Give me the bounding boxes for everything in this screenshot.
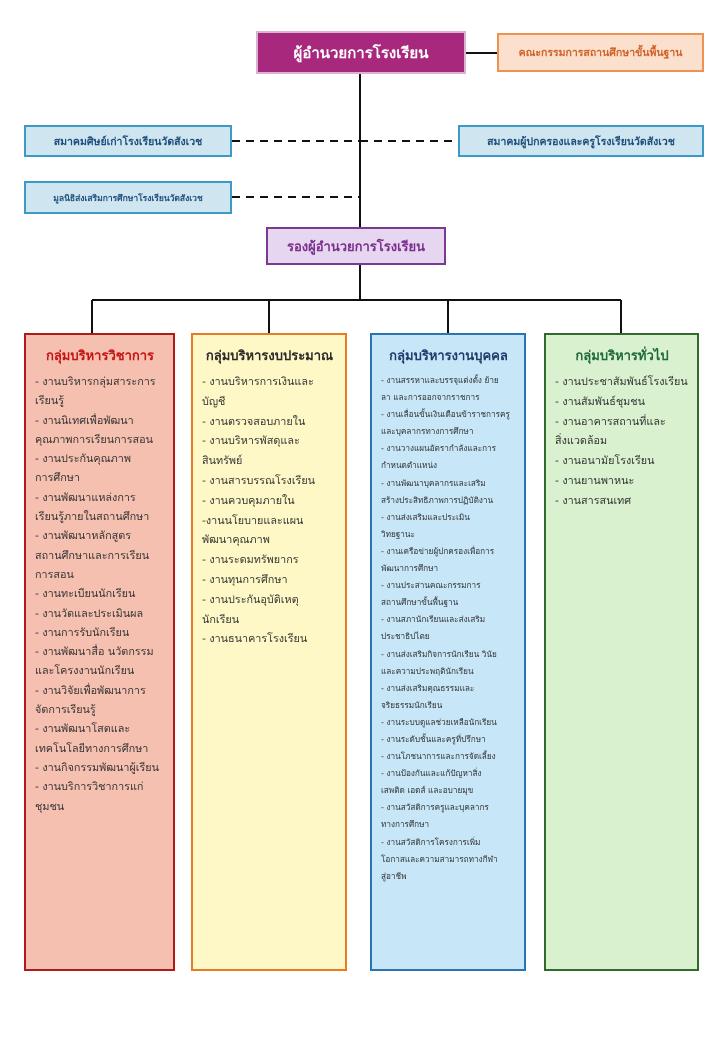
list-item: - งานพัฒนาบุคลากรและเสริม <box>381 477 486 488</box>
list-item: - งานประกันอุบัติเหตุ <box>202 592 299 606</box>
list-item: สินทรัพย์ <box>202 454 243 468</box>
list-item: - งานทุนการศึกษา <box>202 572 288 586</box>
list-item: คุณภาพการเรียนการสอน <box>35 432 153 446</box>
foundation-box: มูลนิธิส่งเสริมการศึกษาโรงเรียนวัดสังเวช <box>24 181 232 214</box>
list-item: - งานวัดและประเมินผล <box>35 606 144 620</box>
list-item: - งานบริหารกลุ่มสาระการ <box>35 375 156 388</box>
list-item: - งานทะเบียนนักเรียน <box>35 587 136 601</box>
list-item: การศึกษา <box>35 471 80 485</box>
list-item: - งานส่งเสริมกิจการนักเรียน วินัย <box>381 648 497 659</box>
list-item: -งานนโยบายและแผน <box>202 513 304 527</box>
list-item: การสอน <box>35 567 74 581</box>
list-item: - งานพัฒนาสื่อ นวัตกรรม <box>35 645 154 659</box>
list-item: - งานควบคุมภายใน <box>202 493 295 507</box>
list-item: - งานยานพาหนะ <box>555 473 635 487</box>
list-item: - งานสัมพันธ์ชุมชน <box>555 394 645 408</box>
director-label: ผู้อำนวยการโรงเรียน <box>293 43 429 62</box>
list-item: นักเรียน <box>202 612 240 626</box>
list-item: - งานวิจัยเพื่อพัฒนาการ <box>35 683 146 697</box>
list-item: โอกาสและความสามารถทางกีฬา <box>381 853 498 864</box>
list-item: เรียนรู้ <box>35 394 64 408</box>
list-item: ประชาธิปไตย <box>381 631 430 642</box>
list-item: จริยธรรมนักเรียน <box>381 699 443 710</box>
group-general: กลุ่มบริหารทั่วไป - งานประชาสัมพันธ์โรงเ… <box>544 333 699 971</box>
list-item: - งานพัฒนาโสตและ <box>35 722 131 736</box>
group-academic: กลุ่มบริหารวิชาการ - งานบริหารกลุ่มสาระก… <box>24 333 175 971</box>
list-item: ลา และการออกจากราชการ <box>381 392 480 403</box>
group-general-title: กลุ่มบริหารทั่วไป <box>575 349 669 364</box>
committee-label: คณะกรรมการสถานศึกษาขั้นพื้นฐาน <box>518 47 683 59</box>
list-item: และบุคลากรทางการศึกษา <box>381 426 474 437</box>
list-item: - งานโภชนาการและการจัดเลี้ยง <box>381 751 496 762</box>
list-item: พัฒนาการศึกษา <box>381 563 439 574</box>
list-item: - งานระดมทรัพยากร <box>202 553 299 567</box>
list-item: - งานประชาสัมพันธ์โรงเรียน <box>555 375 688 388</box>
list-item: - งานบริการวิชาการแก่ <box>35 780 144 794</box>
deputy-director-label: รองผู้อำนวยการโรงเรียน <box>286 239 426 255</box>
list-item: สู่อาชีพ <box>381 870 407 881</box>
list-item: - งานประกันคุณภาพ <box>35 452 131 466</box>
list-item: - งานส่งเสริมและประเมิน <box>381 511 470 522</box>
list-item: เสพติด เอดส์ และอบายมุข <box>381 785 474 796</box>
list-item: - งานสรรหาและบรรจุแต่งตั้ง ย้าย <box>381 375 499 385</box>
list-item: - งานอาคารสถานที่และ <box>555 414 666 428</box>
list-item: เรียนรู้ภายในสถานศึกษา <box>35 510 150 524</box>
list-item: - งานอนามัยโรงเรียน <box>555 454 655 468</box>
list-item: วิทยฐานะ <box>381 528 415 539</box>
list-item: - งานเลื่อนขั้นเงินเดือนข้าราชการครู <box>381 409 510 420</box>
list-item: - งานสารสนเทศ <box>555 493 632 507</box>
list-item: พัฒนาคุณภาพ <box>202 533 270 547</box>
list-item: และโครงงานนักเรียน <box>35 664 135 678</box>
list-item: - งานระดับชั้นและครูที่ปรึกษา <box>381 733 486 744</box>
list-item: ทางการศึกษา <box>381 819 430 830</box>
list-item: - งานประสานคณะกรรมการ <box>381 580 481 591</box>
group-budget-list: - งานบริหารการเงินและบัญชี - งานตรวจสอบภา… <box>202 372 337 649</box>
group-general-list: - งานประชาสัมพันธ์โรงเรียน - งานสัมพันธ์ช… <box>555 372 689 511</box>
committee-box: คณะกรรมการสถานศึกษาขั้นพื้นฐาน <box>497 33 704 72</box>
group-personnel-title: กลุ่มบริหารงานบุคคล <box>389 349 508 364</box>
list-item: จัดการเรียนรู้ <box>35 703 96 717</box>
alumni-association-label: สมาคมศิษย์เก่าโรงเรียนวัดสังเวช <box>53 135 203 148</box>
list-item: - งานกิจกรรมพัฒนาผู้เรียน <box>35 760 159 774</box>
list-item: กำหนดตำแหน่ง <box>381 460 438 471</box>
director-box: ผู้อำนวยการโรงเรียน <box>256 31 466 74</box>
list-item: - งานวางแผนอัตรากำลังและการ <box>381 443 497 454</box>
group-academic-title: กลุ่มบริหารวิชาการ <box>45 349 155 364</box>
list-item: - งานส่งเสริมคุณธรรมและ <box>381 682 475 693</box>
parents-association-label: สมาคมผู้ปกครองและครูโรงเรียนวัดสังเวช <box>487 135 675 148</box>
list-item: - งานป้องกันและแก้ปัญหาสิ่ง <box>381 768 482 779</box>
group-personnel: กลุ่มบริหารงานบุคคล - งานสรรหาและบรรจุแต… <box>370 333 526 971</box>
list-item: - งานตรวจสอบภายใน <box>202 414 306 428</box>
list-item: - งานสวัสดิการโครงการเพิ่ม <box>381 836 481 847</box>
list-item: สถานศึกษาและการเรียน <box>35 548 150 562</box>
list-item: ชุมชน <box>35 799 65 813</box>
group-budget: กลุ่มบริหารงบประมาณ - งานบริหารการเงินแล… <box>191 333 347 971</box>
list-item: สิ่งแวดล้อม <box>555 434 608 448</box>
list-item: - งานพัฒนาแหล่งการ <box>35 490 136 504</box>
group-personnel-list: - งานสรรหาและบรรจุแต่งตั้ง ย้ายลา และการ… <box>381 372 516 885</box>
list-item: - งานธนาคารโรงเรียน <box>202 632 308 646</box>
deputy-director-box: รองผู้อำนวยการโรงเรียน <box>266 227 446 265</box>
list-item: - งานสารบรรณโรงเรียน <box>202 473 316 487</box>
alumni-association-box: สมาคมศิษย์เก่าโรงเรียนวัดสังเวช <box>24 125 232 157</box>
list-item: สถานศึกษาขั้นพื้นฐาน <box>381 597 459 608</box>
list-item: สร้างประสิทธิภาพการปฏิบัติงาน <box>381 494 494 505</box>
list-item: เทคโนโลยีทางการศึกษา <box>35 741 149 755</box>
list-item: - งานสภานักเรียนและส่งเสริม <box>381 614 486 625</box>
list-item: - งานพัฒนาหลักสูตร <box>35 529 132 543</box>
list-item: - งานบริหารการเงินและบัญชี <box>202 375 314 408</box>
list-item: - งานสวัสดิการครูและบุคลากร <box>381 802 489 813</box>
list-item: - งานระบบดูแลช่วยเหลือนักเรียน <box>381 716 497 727</box>
list-item: - งานเครือข่ายผู้ปกครองเพื่อการ <box>381 545 495 556</box>
list-item: - งานบริหารพัสดุและ <box>202 434 300 448</box>
group-budget-title: กลุ่มบริหารงบประมาณ <box>205 349 334 364</box>
list-item: - งานการรับนักเรียน <box>35 625 130 639</box>
parents-association-box: สมาคมผู้ปกครองและครูโรงเรียนวัดสังเวช <box>458 125 704 157</box>
group-academic-list: - งานบริหารกลุ่มสาระการเรียนรู้ - งานนิเท… <box>35 372 165 816</box>
list-item: และความประพฤตินักเรียน <box>381 665 474 676</box>
foundation-label: มูลนิธิส่งเสริมการศึกษาโรงเรียนวัดสังเวช <box>53 193 203 204</box>
list-item: - งานนิเทศเพื่อพัฒนา <box>35 413 134 427</box>
